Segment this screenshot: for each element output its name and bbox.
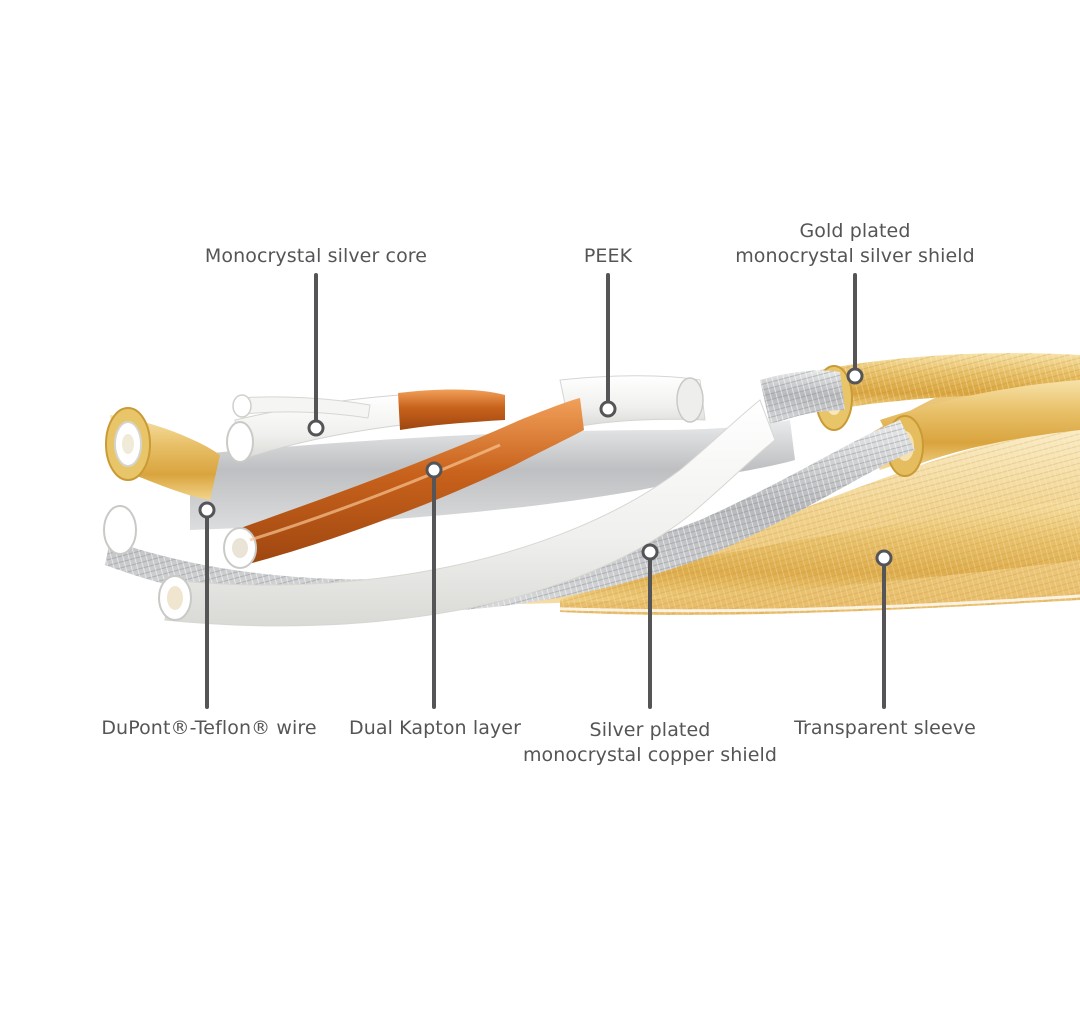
gold-end-shape xyxy=(105,407,220,500)
label-silver-core: Monocrystal silver core xyxy=(166,244,466,269)
label-peek: PEEK xyxy=(548,244,668,269)
label-gold-shield-line1: Gold plated xyxy=(799,220,911,242)
callout-dots xyxy=(198,367,893,567)
callout-dot-peek xyxy=(599,400,617,418)
label-transparent-sleeve-text: Transparent sleeve xyxy=(794,717,976,739)
teflon-wire-shape xyxy=(103,399,776,627)
callout-dot-gold xyxy=(846,367,864,385)
kapton-layer-shape xyxy=(223,389,584,569)
label-teflon-wire: DuPont®-Teflon® wire xyxy=(84,716,334,741)
label-teflon-wire-text: DuPont®-Teflon® wire xyxy=(101,717,317,739)
callout-lines xyxy=(205,273,886,709)
label-kapton-layer: Dual Kapton layer xyxy=(320,716,550,741)
label-silver-shield-line2: monocrystal copper shield xyxy=(522,744,778,766)
callout-dot-teflon xyxy=(198,501,216,519)
label-silver-shield-line1: Silver plated xyxy=(589,719,711,741)
transparent-sleeve-shape xyxy=(520,355,1080,615)
callout-dot-silver xyxy=(641,543,659,561)
label-peek-text: PEEK xyxy=(583,245,633,267)
label-gold-shield-line2: monocrystal silver shield xyxy=(735,245,975,267)
label-kapton-layer-text: Dual Kapton layer xyxy=(349,717,521,739)
callout-dot-core xyxy=(307,419,325,437)
callout-dot-kapton xyxy=(425,461,443,479)
label-gold-shield: Gold plated monocrystal silver shield xyxy=(715,219,995,269)
label-silver-core-text: Monocrystal silver core xyxy=(204,245,428,267)
label-transparent-sleeve: Transparent sleeve xyxy=(770,716,1000,741)
callout-dot-sleeve xyxy=(875,549,893,567)
label-silver-shield: Silver plated monocrystal copper shield xyxy=(500,718,800,768)
